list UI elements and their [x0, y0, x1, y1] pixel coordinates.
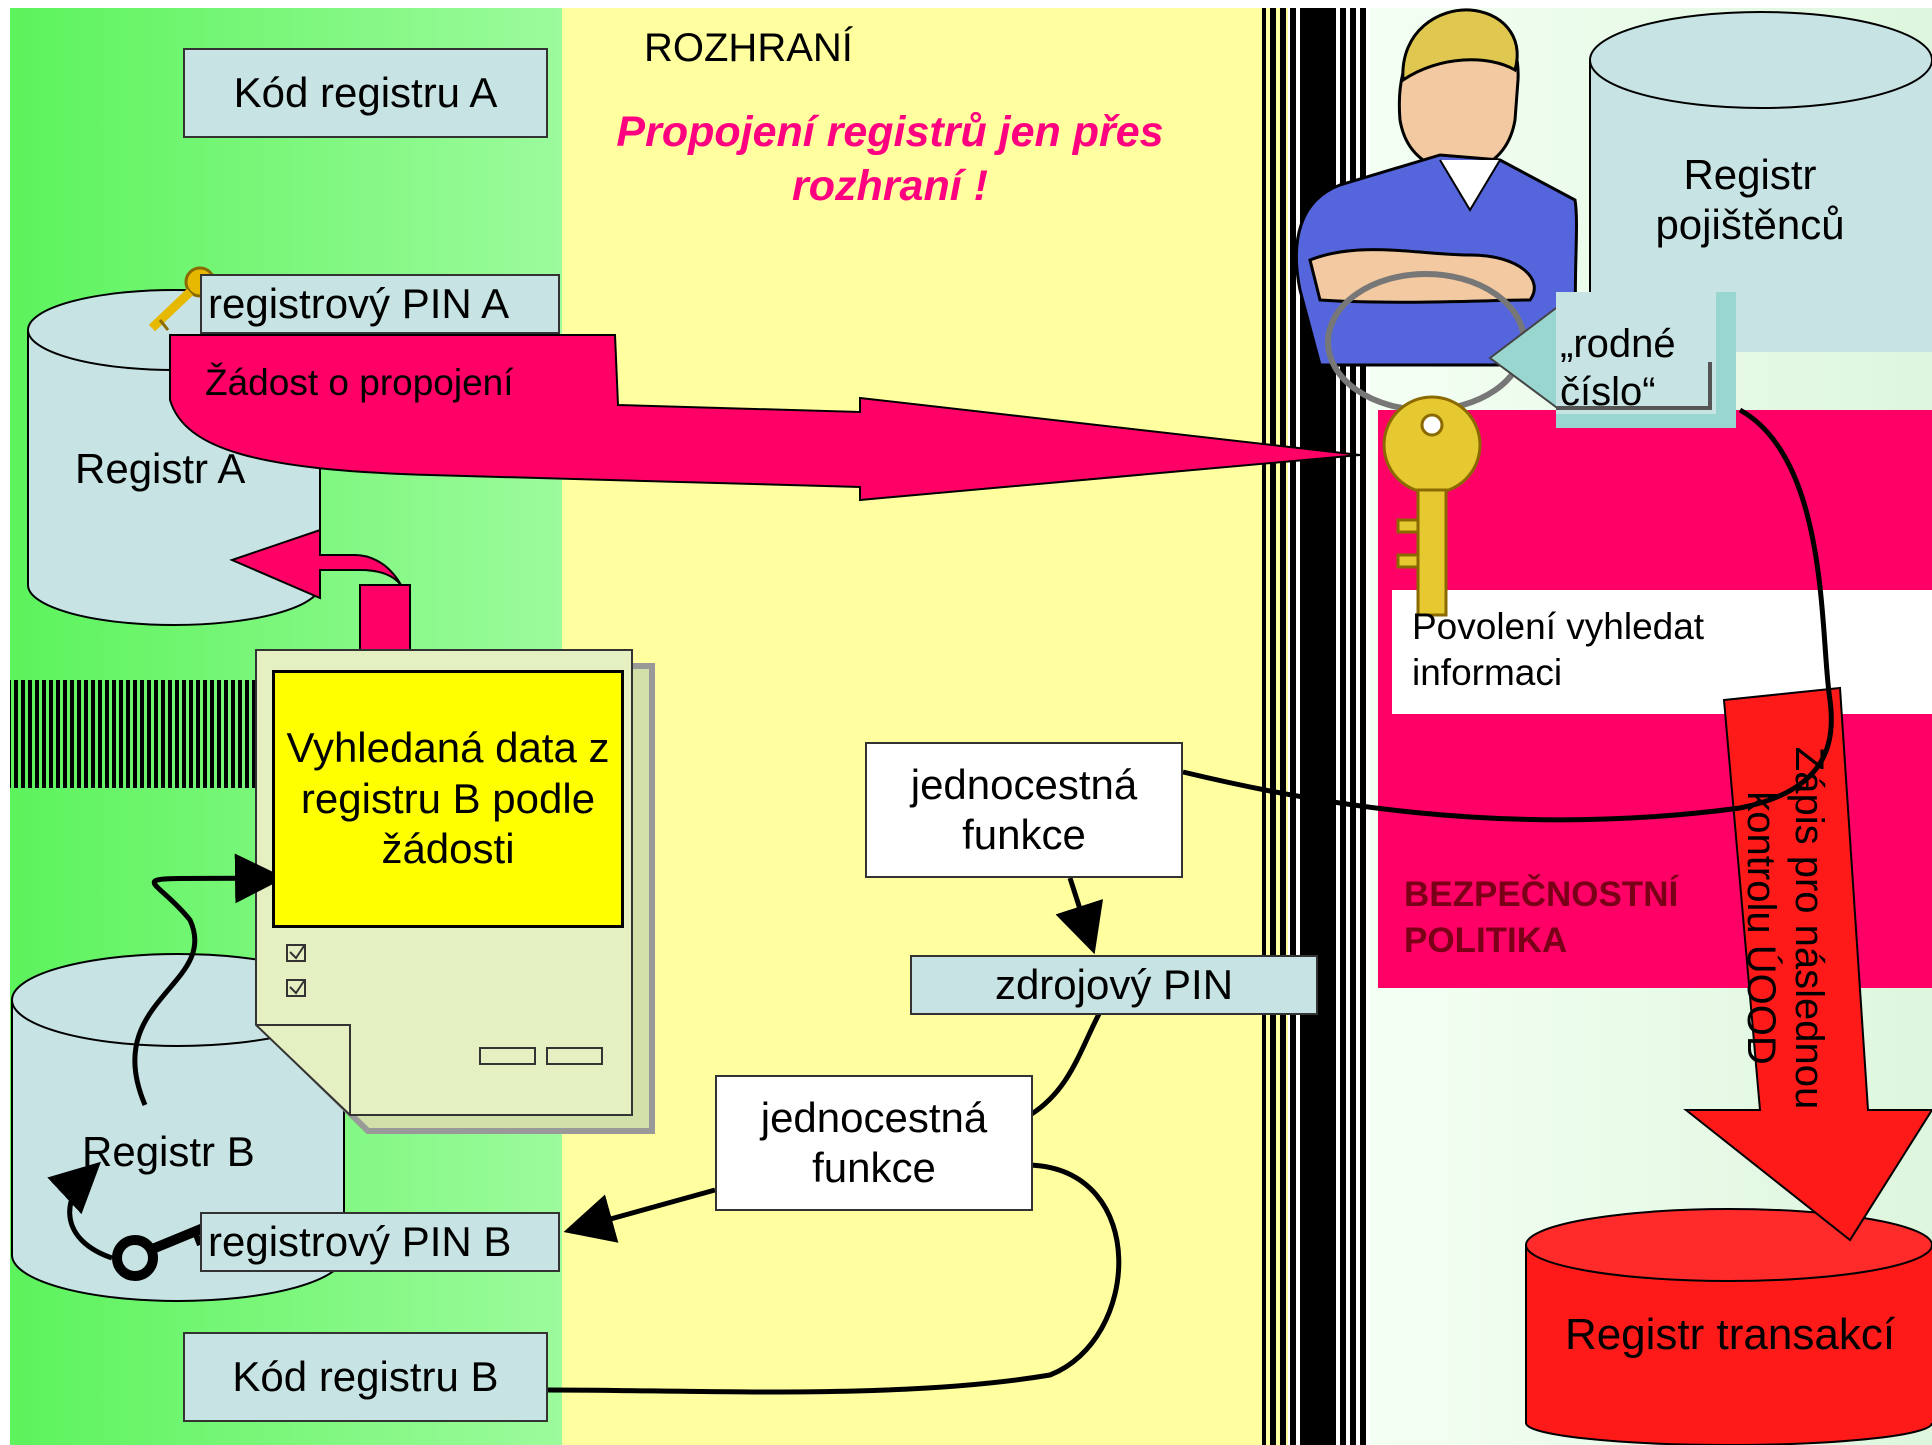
interface-label: ROZHRANÍ: [644, 26, 853, 70]
register-a-title: Registr A: [75, 445, 246, 492]
transactions-title: Registr transakcí: [1564, 1310, 1896, 1359]
register-b-title: Registr B: [82, 1128, 255, 1175]
register-a-pin-box: registrový PIN A: [200, 274, 560, 334]
interface-note: Propojení registrů jen přes rozhraní !: [616, 108, 1164, 210]
birth-number-callout: [1488, 292, 1736, 428]
interface-zone: [562, 8, 1288, 1445]
security-policy-label: BEZPEČNOSTNÍ POLITIKA: [1404, 875, 1679, 960]
small-fence: [10, 680, 260, 788]
oneway-function-top-box: jednocestná funkce: [865, 742, 1183, 878]
connector-lines: [47, 407, 1834, 1395]
audit-arrow: [1683, 686, 1932, 1242]
permission-label: Povolení vyhledat informaci: [1412, 606, 1705, 694]
gold-key-large-icon: [1325, 271, 1527, 617]
birth-number-label: „rodné číslo“: [1560, 322, 1676, 414]
oneway-function-bottom-box: jednocestná funkce: [715, 1075, 1033, 1211]
register-b-code-box: Kód registru B: [183, 1332, 548, 1422]
source-pin-box: zdrojový PIN: [910, 955, 1318, 1015]
audit-arrow-label: Zápis pro následnou kontrolu ÚOOD: [1739, 746, 1831, 1110]
transactions-cylinder: [1525, 1208, 1932, 1445]
permission-panel: [1392, 590, 1932, 714]
register-a-code-box: Kód registru A: [183, 48, 548, 138]
request-label: Žádost o propojení: [205, 362, 514, 403]
result-data-box: Vyhledaná data z registru B podle žádost…: [272, 670, 624, 928]
request-arrow: [169, 334, 1361, 502]
insured-register-title: Registr pojištěnců: [1655, 151, 1845, 249]
guard-figure-icon: [1294, 8, 1582, 367]
register-b-pin-box: registrový PIN B: [200, 1212, 560, 1272]
